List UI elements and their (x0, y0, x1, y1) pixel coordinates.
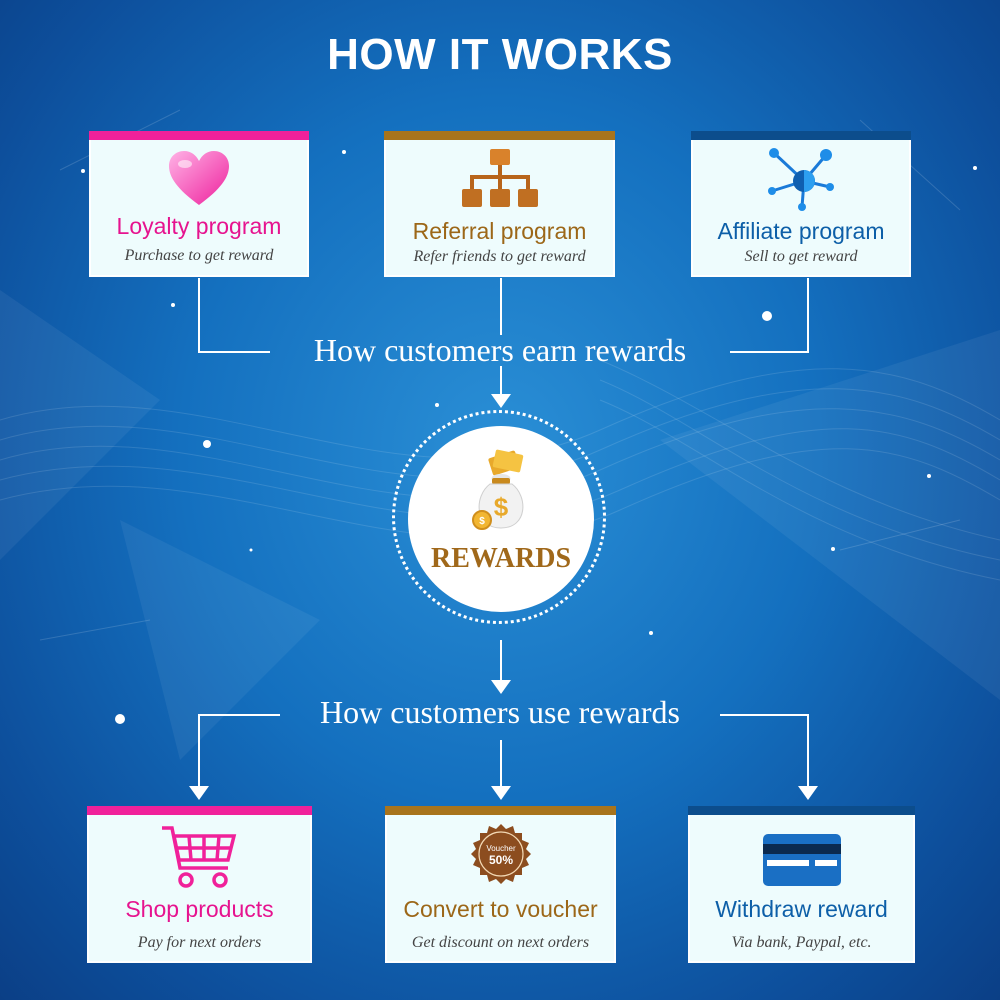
card-top-bar (384, 131, 615, 140)
convert-to-voucher-card: Voucher 50% Convert to voucher Get disco… (385, 806, 616, 963)
heart-icon (169, 151, 229, 205)
network-icon (768, 148, 834, 211)
card-label: Shop products (125, 896, 274, 922)
card-top-bar (89, 131, 309, 140)
money-bag-icon: $ $ (472, 449, 524, 530)
voucher-badge-line2: 50% (488, 853, 512, 867)
voucher-icon: Voucher 50% (470, 824, 531, 884)
card-top-bar (691, 131, 911, 140)
card-subtitle: Via bank, Paypal, etc. (731, 934, 872, 951)
card-subtitle: Purchase to get reward (124, 247, 274, 264)
card-subtitle: Sell to get reward (744, 248, 858, 265)
card-top-bar (87, 806, 312, 815)
hierarchy-icon (461, 149, 538, 207)
affiliate-program-card: Affiliate program Sell to get reward (691, 131, 911, 277)
card-label: Convert to voucher (403, 896, 598, 922)
svg-text:$: $ (494, 492, 509, 522)
cart-icon (161, 826, 236, 888)
rewards-label: REWARDS (430, 543, 572, 574)
voucher-badge-line1: Voucher (486, 844, 516, 853)
shop-products-card: Shop products Pay for next orders (87, 806, 312, 963)
withdraw-reward-card: Withdraw reward Via bank, Paypal, etc. (688, 806, 915, 963)
credit-card-icon (762, 834, 841, 886)
loyalty-program-card: Loyalty program Purchase to get reward (89, 131, 309, 277)
card-subtitle: Pay for next orders (137, 934, 262, 951)
card-top-bar (385, 806, 616, 815)
svg-text:$: $ (479, 516, 485, 527)
use-rewards-heading: How customers use rewards (0, 694, 1000, 731)
rewards-dotted-ring (392, 410, 606, 624)
use-rewards-heading-text: How customers use rewards (320, 694, 680, 730)
card-top-bar (688, 806, 915, 815)
card-subtitle: Get discount on next orders (411, 934, 590, 951)
card-label: Withdraw reward (715, 896, 888, 922)
card-label: Loyalty program (116, 213, 282, 239)
card-label: Affiliate program (717, 218, 885, 244)
card-subtitle: Refer friends to get reward (413, 248, 586, 265)
earn-rewards-heading-text: How customers earn rewards (313, 332, 687, 368)
card-label: Referral program (412, 218, 587, 244)
earn-rewards-heading: How customers earn rewards (0, 332, 1000, 369)
page-title: HOW IT WORKS (327, 30, 673, 79)
referral-program-card: Referral program Refer friends to get re… (384, 131, 615, 277)
